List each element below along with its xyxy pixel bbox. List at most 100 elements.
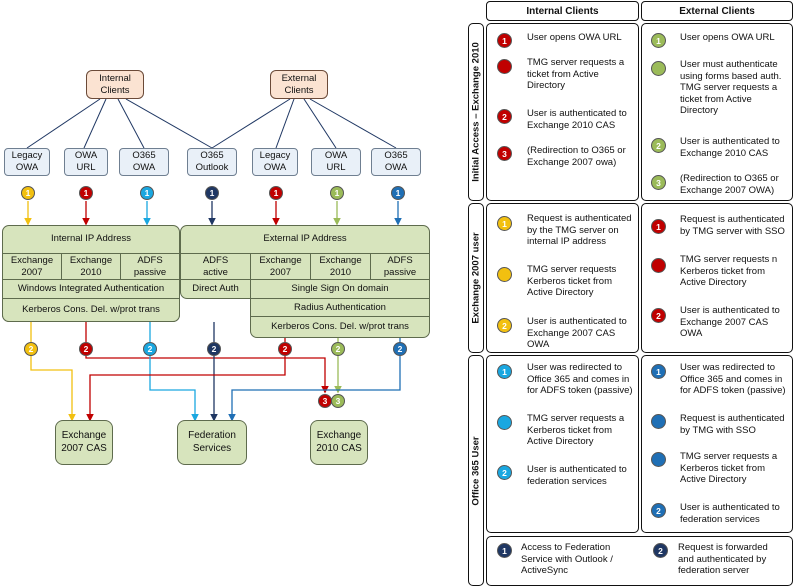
- kcd-external-cell: Kerberos Cons. Del. w/prot trans: [250, 316, 430, 338]
- step-badge: 2: [497, 109, 512, 124]
- col-header-external: External Clients: [641, 1, 793, 21]
- app-o365-owa-internal: O365 OWA: [119, 148, 169, 176]
- step-badge: 1: [497, 33, 512, 48]
- row-label-text: Exchange 2007 user: [470, 232, 482, 324]
- step-text: User was redirected to Office 365 and co…: [527, 362, 633, 397]
- step-text: Request is authenticated by the TMG serv…: [527, 213, 632, 248]
- step-text: TMG server requests n Kerberos ticket fr…: [680, 254, 778, 289]
- panel-bottom-outlook: [486, 536, 793, 586]
- direct-auth-cell: Direct Auth: [180, 279, 251, 299]
- row-label-office-365: Office 365 User: [468, 355, 484, 586]
- auth-flow-diagram: Internal Clients External Clients Legacy…: [2, 70, 430, 465]
- step-badge: 1: [79, 186, 93, 200]
- step-badge: 2: [393, 342, 407, 356]
- step-badge: 1: [651, 219, 666, 234]
- step-badge: 1: [497, 216, 512, 231]
- step-badge: 3: [318, 394, 332, 408]
- ext-exchange-2007-cell: Exchange 2007: [250, 253, 311, 280]
- step-badge: 2: [278, 342, 292, 356]
- kcd-internal-cell: Kerberos Cons. Del. w/prot trans: [2, 298, 180, 322]
- ext-adfs-passive-cell: ADFS passive: [370, 253, 430, 280]
- step-badge: 1: [269, 186, 283, 200]
- step-badge: 3: [331, 394, 345, 408]
- step-badge: 2: [143, 342, 157, 356]
- step-text: User is authenticated to Exchange 2007 C…: [527, 316, 627, 351]
- step-text: User was redirected to Office 365 and co…: [680, 362, 786, 397]
- exchange-2007-cas-box: Exchange 2007 CAS: [55, 420, 113, 465]
- step-text: Access to Federation Service with Outloo…: [521, 542, 613, 577]
- step-text: TMG server requests a Kerberos ticket fr…: [527, 413, 625, 448]
- step-badge: 2: [651, 138, 666, 153]
- step-badge: 2: [331, 342, 345, 356]
- int-exchange-2007-cell: Exchange 2007: [2, 253, 62, 280]
- step-badge: 2: [651, 308, 666, 323]
- int-exchange-2010-cell: Exchange 2010: [61, 253, 121, 280]
- step-text: User is authenticated to Exchange 2007 C…: [680, 305, 780, 340]
- sso-domain-cell: Single Sign On domain: [250, 279, 430, 299]
- exchange-2010-cas-box: Exchange 2010 CAS: [310, 420, 368, 465]
- row-label-text: Office 365 User: [470, 435, 482, 506]
- app-o365-outlook: O365 Outlook: [187, 148, 237, 176]
- step-text: Request is authenticated by TMG server w…: [680, 214, 785, 237]
- step-badge: 2: [651, 503, 666, 518]
- external-clients-box: External Clients: [270, 70, 328, 99]
- step-text: Request is authenticated by TMG with SSO: [680, 413, 785, 436]
- step-text: User opens OWA URL: [680, 32, 775, 43]
- wia-cell: Windows Integrated Authentication: [2, 279, 180, 299]
- step-badge: 2: [79, 342, 93, 356]
- step-badge: 2: [497, 318, 512, 333]
- step-text: User is authenticated to Exchange 2010 C…: [680, 136, 780, 159]
- step-text: User is authenticated to federation serv…: [680, 502, 780, 525]
- step-badge: 1: [140, 186, 154, 200]
- app-owa-url-external: OWA URL: [311, 148, 361, 176]
- internal-ip-label: Internal IP Address: [50, 233, 132, 245]
- step-text: Request is forwarded and authenticated b…: [678, 542, 768, 577]
- panel-row3-external: [641, 355, 793, 533]
- step-badge: [497, 267, 512, 282]
- radius-auth-cell: Radius Authentication: [250, 298, 430, 317]
- step-badge: 3: [651, 175, 666, 190]
- panel-row1-external: [641, 23, 793, 201]
- app-legacy-owa-external: Legacy OWA: [252, 148, 298, 176]
- step-badge: 3: [497, 146, 512, 161]
- internal-clients-box: Internal Clients: [86, 70, 144, 99]
- step-text: User opens OWA URL: [527, 32, 622, 43]
- step-text: User is authenticated to federation serv…: [527, 464, 627, 487]
- row-label-initial-access: Initial Access – Exchange 2010: [468, 23, 484, 201]
- panel-row2-external: [641, 203, 793, 353]
- ext-exchange-2010-cell: Exchange 2010: [310, 253, 371, 280]
- step-text: User must authenticate using forms based…: [680, 59, 782, 117]
- step-badge: 1: [21, 186, 35, 200]
- step-badge: 1: [497, 543, 512, 558]
- panel-row1-internal: [486, 23, 639, 201]
- step-badge: 1: [651, 33, 666, 48]
- step-badge: 1: [330, 186, 344, 200]
- step-badge: 2: [653, 543, 668, 558]
- int-adfs-passive-cell: ADFS passive: [120, 253, 180, 280]
- row-label-text: Initial Access – Exchange 2010: [470, 42, 482, 182]
- step-badge: 1: [391, 186, 405, 200]
- step-text: (Redirection to O365 or Exchange 2007 ow…: [527, 145, 626, 168]
- col-header-internal: Internal Clients: [486, 1, 639, 21]
- external-ip-label: External IP Address: [263, 233, 347, 245]
- connector-lines: [24, 98, 402, 422]
- step-badge: [651, 414, 666, 429]
- panel-row3-internal: [486, 355, 639, 533]
- step-text: TMG server requests Kerberos ticket from…: [527, 264, 617, 299]
- step-text: User is authenticated to Exchange 2010 C…: [527, 108, 627, 131]
- step-badge: [651, 452, 666, 467]
- step-badge: [497, 59, 512, 74]
- step-badge: [651, 258, 666, 273]
- step-badge: [651, 61, 666, 76]
- step-text: TMG server requests a Kerberos ticket fr…: [680, 451, 778, 486]
- step-text: TMG server requests a ticket from Active…: [527, 57, 625, 92]
- federation-services-box: Federation Services: [177, 420, 247, 465]
- step-badge: 2: [497, 465, 512, 480]
- row-label-exchange-2007: Exchange 2007 user: [468, 203, 484, 353]
- step-badge: 1: [205, 186, 219, 200]
- step-badge: 2: [24, 342, 38, 356]
- app-legacy-owa-internal: Legacy OWA: [4, 148, 50, 176]
- step-badge: 1: [497, 364, 512, 379]
- app-o365-owa-external: O365 OWA: [371, 148, 421, 176]
- ext-adfs-active-cell: ADFS active: [180, 253, 251, 280]
